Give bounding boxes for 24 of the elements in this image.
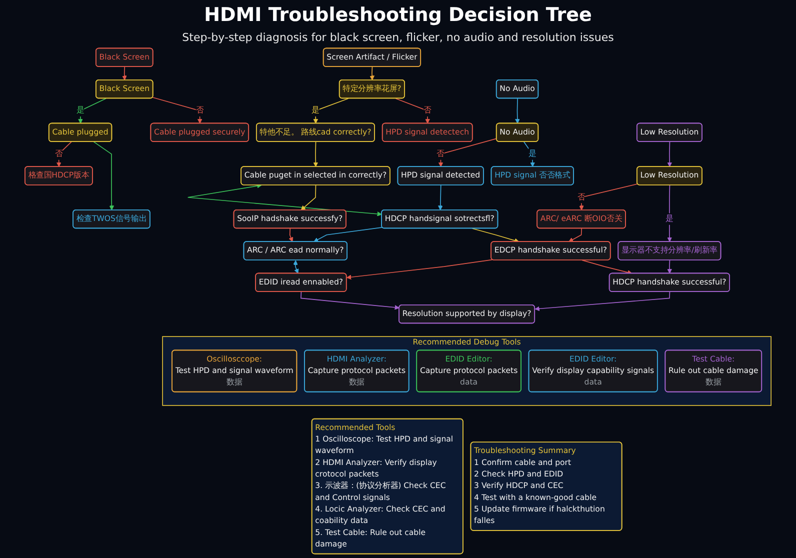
arrow [438,138,498,168]
arrow [346,259,493,280]
arrow [300,184,316,210]
arrow [534,291,670,312]
arrow [314,226,383,242]
subtitle: Step-by-step diagnosis for black screen, flicker, no audio and resolution issues [182,31,614,45]
arrow [187,184,382,216]
arrow [568,228,582,242]
arrow [293,260,299,274]
arrow [370,66,375,80]
arrow [288,228,294,242]
arrow [472,228,520,243]
arrow [300,291,400,310]
arrow [667,260,672,274]
arrow [579,183,638,210]
arrow [667,141,672,168]
arrow [438,184,443,210]
arrow [582,260,632,275]
arrow [152,96,202,124]
arrow [122,66,127,80]
arrow [93,141,114,210]
diagram-title: HDMI Troubleshooting Decision Tree [204,4,592,26]
arrow [313,141,318,168]
arrow [515,98,520,124]
